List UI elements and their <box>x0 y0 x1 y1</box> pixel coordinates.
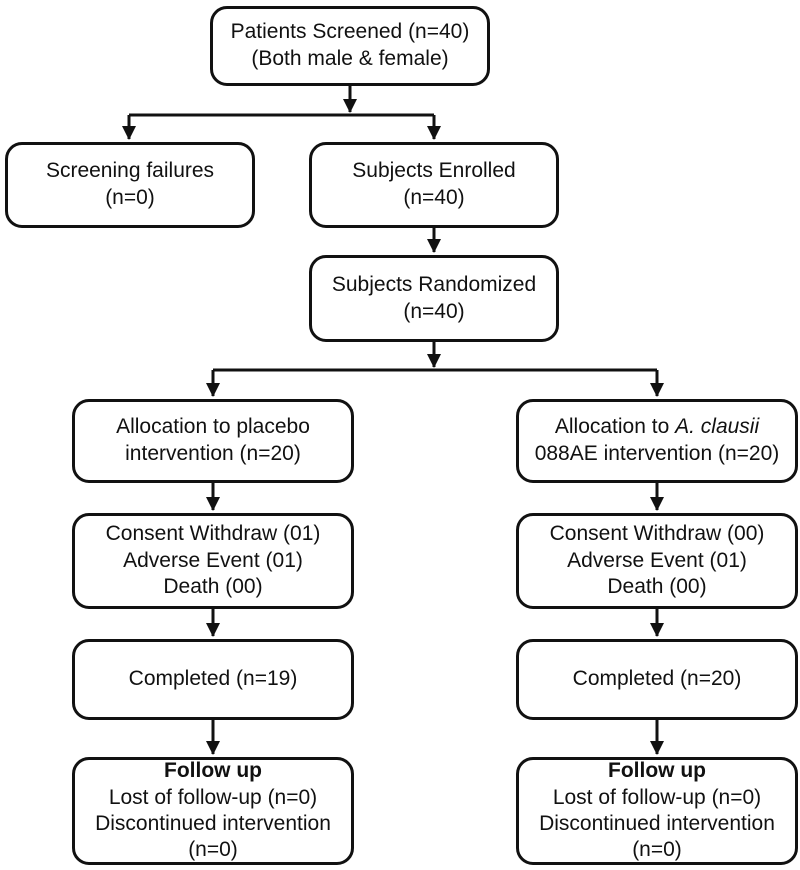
node-subjects-randomized: Subjects Randomized (n=40) <box>309 255 559 342</box>
node-text-line: Completed (n=19) <box>128 667 298 691</box>
node-text-line: Death (00) <box>607 575 707 599</box>
node-text-line: Lost of follow-up (n=0) <box>552 785 762 809</box>
node-placebo-allocation: Allocation to placebo intervention (n=20… <box>72 399 354 483</box>
node-text-line: intervention (n=20) <box>125 442 301 465</box>
node-title: Follow up <box>608 759 706 783</box>
node-text-line: Consent Withdraw (00) <box>549 521 765 545</box>
node-placebo-withdrawals: Consent Withdraw (01) Adverse Event (01)… <box>72 513 354 609</box>
node-clausii-followup: Follow up Lost of follow-up (n=0) Discon… <box>516 757 798 865</box>
node-screening-failures: Screening failures (n=0) <box>5 142 255 228</box>
node-text-line: Discontinued intervention <box>95 812 331 835</box>
node-text-line: Completed (n=20) <box>572 667 742 691</box>
node-text-line: (n=40) <box>403 299 465 323</box>
node-text-line: 088AE intervention (n=20) <box>534 442 780 465</box>
node-text-line: Subjects Enrolled <box>352 159 516 183</box>
node-text-line: (n=0) <box>632 838 682 862</box>
node-text-line: Adverse Event (01) <box>567 548 747 572</box>
node-text-line: (n=0) <box>188 838 238 862</box>
node-clausii-allocation: Allocation to A. clausii 088AE intervent… <box>516 399 798 483</box>
node-subjects-enrolled: Subjects Enrolled (n=40) <box>309 142 559 228</box>
node-text-line: Lost of follow-up (n=0) <box>108 785 318 809</box>
node-text-line: Screening failures <box>45 159 215 183</box>
node-placebo-completed: Completed (n=19) <box>72 639 354 720</box>
node-text-line: Death (00) <box>163 575 263 599</box>
node-text-line: (n=0) <box>105 186 155 209</box>
node-text-line: Consent Withdraw (01) <box>105 521 321 545</box>
node-text-line: (n=40) <box>403 186 465 209</box>
node-text-line: Subjects Randomized <box>331 272 537 296</box>
node-text-segment-italic: A. clausii <box>675 415 760 439</box>
node-clausii-withdrawals: Consent Withdraw (00) Adverse Event (01)… <box>516 513 798 609</box>
node-text-line: Allocation to A. clausii <box>555 414 759 441</box>
node-text-segment: Allocation to <box>554 415 676 439</box>
node-text-line: (Both male & female) <box>251 47 449 70</box>
node-clausii-completed: Completed (n=20) <box>516 639 798 720</box>
node-text-line: Discontinued intervention <box>539 812 775 835</box>
node-patients-screened: Patients Screened (n=40) (Both male & fe… <box>210 6 490 86</box>
node-text-line: Allocation to placebo <box>116 415 310 439</box>
node-title: Follow up <box>164 759 262 783</box>
node-placebo-followup: Follow up Lost of follow-up (n=0) Discon… <box>72 757 354 865</box>
node-text-line: Adverse Event (01) <box>123 548 303 572</box>
node-text-line: Patients Screened (n=40) <box>230 20 470 44</box>
